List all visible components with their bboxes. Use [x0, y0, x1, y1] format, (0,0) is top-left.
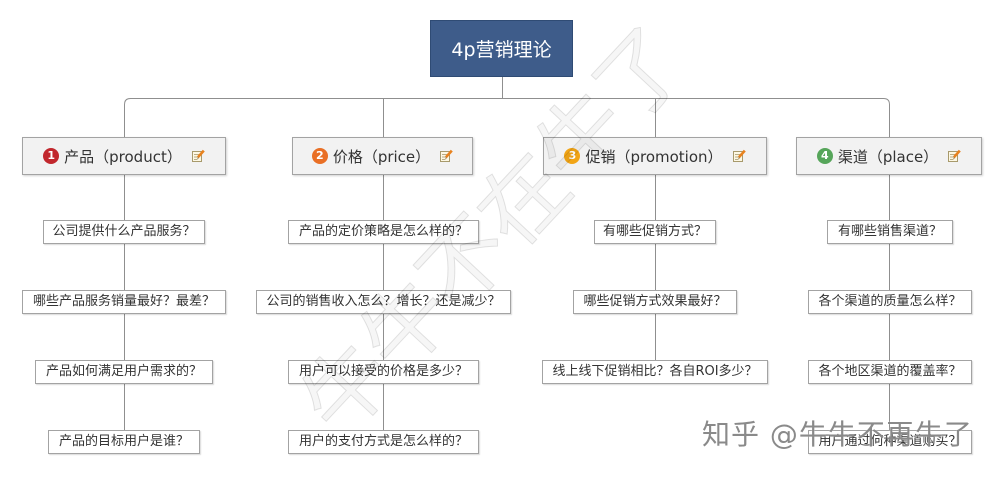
branch-label-place: 渠道（place） — [837, 147, 939, 166]
branch-label-price: 价格（price） — [332, 147, 431, 166]
sub-topic-price-4[interactable]: 用户的支付方式是怎么样的？ — [288, 430, 479, 454]
sub-topic-product-2[interactable]: 哪些产品服务销量最好？最差？ — [22, 290, 226, 314]
note-icon[interactable] — [439, 149, 453, 163]
branch-label-product: 产品（product） — [64, 147, 182, 166]
sub-topic-product-4[interactable]: 产品的目标用户是谁？ — [48, 430, 200, 454]
sub-topic-promotion-2[interactable]: 哪些促销方式效果最好？ — [573, 290, 737, 314]
branch-topic-price[interactable]: 2 价格（price） — [292, 137, 473, 175]
sub-topic-place-1[interactable]: 有哪些销售渠道？ — [827, 220, 953, 244]
sub-topic-price-2[interactable]: 公司的销售收入怎么？增长？还是减少？ — [256, 290, 511, 314]
number-2-icon: 2 — [311, 148, 328, 164]
sub-topic-price-1[interactable]: 产品的定价策略是怎么样的？ — [288, 220, 479, 244]
note-icon[interactable] — [947, 149, 961, 163]
sub-topic-price-3[interactable]: 用户可以接受的价格是多少？ — [288, 360, 479, 384]
branch-topic-promotion[interactable]: 3 促销（promotion） — [543, 137, 767, 175]
sub-topic-promotion-3[interactable]: 线上线下促销相比？各自ROI多少？ — [542, 360, 768, 384]
note-icon-graphic — [732, 149, 746, 163]
note-icon[interactable] — [191, 149, 205, 163]
sub-topic-place-4[interactable]: 用户通过何种渠道购买？ — [808, 430, 972, 454]
number-3-icon: 3 — [564, 148, 581, 164]
number-1-icon: 1 — [43, 148, 60, 164]
branch-topic-place[interactable]: 4 渠道（place） — [796, 137, 982, 175]
sub-topic-promotion-1[interactable]: 有哪些促销方式？ — [594, 220, 716, 244]
sub-topic-product-1[interactable]: 公司提供什么产品服务？ — [43, 220, 205, 244]
branch-label-promotion: 促销（promotion） — [585, 147, 723, 166]
root-topic-label: 4p营销理论 — [451, 39, 552, 61]
note-icon-graphic — [947, 149, 961, 163]
note-icon[interactable] — [732, 149, 746, 163]
branch-connector-bus — [124, 98, 890, 137]
number-4-icon: 4 — [816, 148, 833, 164]
note-icon-graphic — [191, 149, 205, 163]
sub-topic-product-3[interactable]: 产品如何满足用户需求的？ — [35, 360, 213, 384]
sub-topic-place-3[interactable]: 各个地区渠道的覆盖率？ — [808, 360, 972, 384]
root-topic[interactable]: 4p营销理论 — [430, 20, 573, 77]
note-icon-graphic — [439, 149, 453, 163]
branch-topic-product[interactable]: 1 产品（product） — [22, 137, 226, 175]
sub-topic-place-2[interactable]: 各个渠道的质量怎么样？ — [808, 290, 972, 314]
